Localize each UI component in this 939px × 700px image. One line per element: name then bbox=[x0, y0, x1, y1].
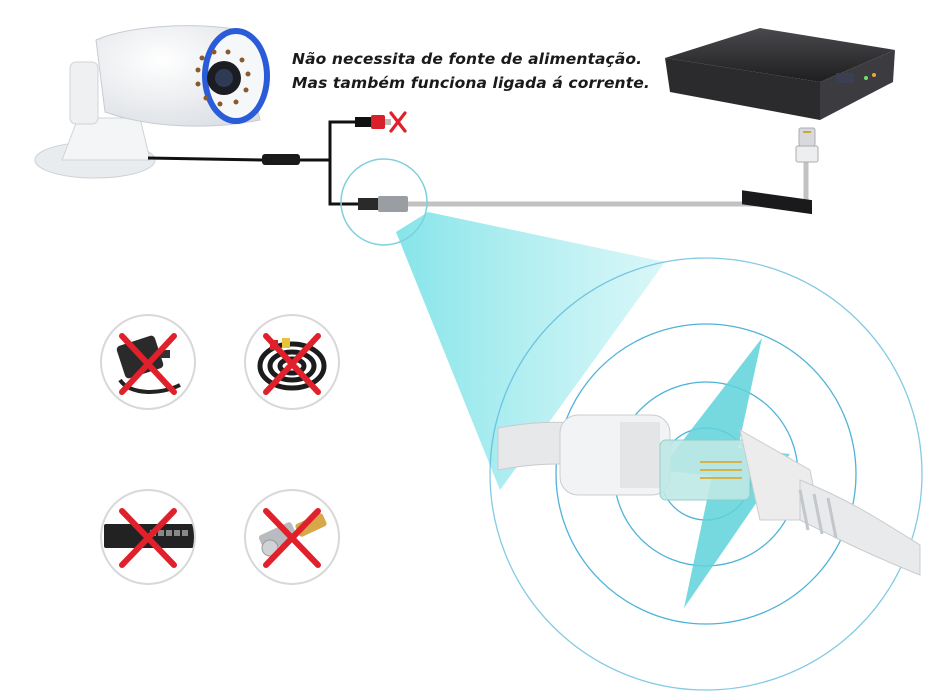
not-needed-bnc-connector bbox=[244, 489, 340, 585]
connection-highlight-circle bbox=[340, 158, 428, 246]
nvr-recorder bbox=[665, 28, 895, 215]
caption-line-2: Mas também funciona ligada á corrente. bbox=[292, 74, 650, 92]
bullet-camera bbox=[34, 25, 270, 179]
dc-power-plug bbox=[355, 115, 391, 129]
rj45-plug bbox=[795, 127, 819, 163]
no-power-cross-icon bbox=[389, 111, 407, 133]
caption-line-1: Não necessita de fonte de alimentação. bbox=[292, 50, 643, 68]
camera-cables bbox=[147, 120, 809, 212]
not-needed-poe-switch bbox=[100, 489, 196, 585]
highlight-beam bbox=[396, 212, 665, 490]
not-needed-power-adapter bbox=[100, 314, 196, 410]
rj45-connector-closeup bbox=[497, 414, 921, 576]
power-caption: Não necessita de fonte de alimentação. M… bbox=[292, 47, 672, 95]
not-needed-coaxial-cable bbox=[244, 314, 340, 410]
